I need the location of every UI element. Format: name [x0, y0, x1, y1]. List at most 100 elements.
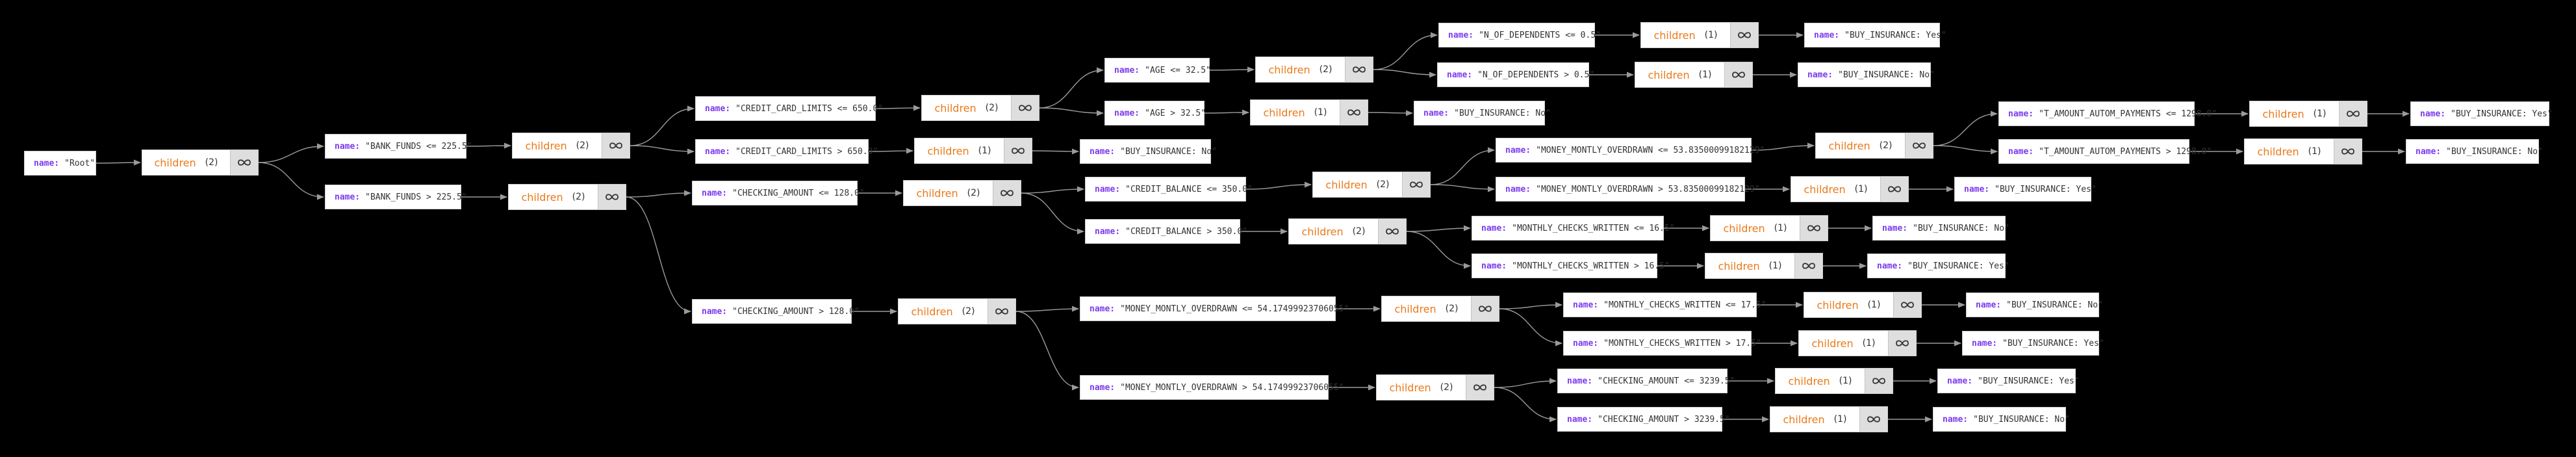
tree-node[interactable]: name:"BUY_INSURANCE: No"	[1080, 139, 1217, 164]
infinity-link-icon[interactable]	[1345, 57, 1373, 82]
tree-node[interactable]: name:"CREDIT_BALANCE <= 350.0"	[1085, 177, 1253, 202]
infinity-link-icon[interactable]	[1800, 216, 1828, 241]
children-group[interactable]: children(1)	[1770, 406, 1888, 432]
tree-node[interactable]: name:"BUY_INSURANCE: Yes"	[1804, 23, 1946, 47]
node-value: "MONEY_MONTLY_OVERDRAWN <= 54.1749992370…	[1120, 304, 1349, 314]
children-group[interactable]: children(2)	[1288, 218, 1407, 244]
infinity-link-icon[interactable]	[993, 181, 1021, 205]
infinity-link-icon[interactable]	[1794, 254, 1822, 278]
tree-node[interactable]: name:"N_OF_DEPENDENTS > 0.5"	[1437, 62, 1594, 87]
infinity-link-icon[interactable]	[1724, 62, 1752, 87]
tree-node[interactable]: name:"N_OF_DEPENDENTS <= 0.5"	[1438, 23, 1601, 47]
children-group[interactable]: children(2)	[898, 298, 1016, 324]
node-value: "BUY_INSURANCE: No"	[1913, 223, 2009, 233]
tree-node[interactable]: name:"AGE > 32.5"	[1104, 101, 1206, 125]
tree-node[interactable]: name:"MONEY_MONTLY_OVERDRAWN > 53.835000…	[1496, 177, 1760, 202]
infinity-link-icon[interactable]	[2339, 101, 2367, 126]
children-group[interactable]: children(1)	[1804, 292, 1922, 318]
tree-node[interactable]: name:"BUY_INSURANCE: Yes"	[2410, 101, 2553, 126]
infinity-link-icon[interactable]	[1888, 331, 1916, 356]
children-group[interactable]: children(1)	[2244, 138, 2362, 164]
children-group[interactable]: children(1)	[2249, 101, 2367, 127]
tree-node[interactable]: name:"MONTHLY_CHECKS_WRITTEN <= 16.5"	[1472, 216, 1675, 241]
children-group[interactable]: children(2)	[921, 95, 1039, 121]
children-group[interactable]: children(2)	[1815, 133, 1933, 159]
infinity-link-icon[interactable]	[1880, 177, 1908, 202]
node-value: "T_AMOUNT_AUTOM_PAYMENTS <= 1298.0"	[2039, 109, 2217, 119]
tree-node[interactable]: name:"AGE <= 32.5"	[1104, 58, 1211, 83]
children-group[interactable]: children(2)	[508, 184, 626, 210]
infinity-link-icon[interactable]	[1471, 296, 1499, 321]
tree-node[interactable]: name:"BUY_INSURANCE: Yes"	[1962, 331, 2104, 356]
tree-node[interactable]: name:"MONEY_MONTLY_OVERDRAWN <= 54.17499…	[1080, 296, 1349, 321]
tree-node[interactable]: name:"CREDIT_CARD_LIMITS > 650.0"	[695, 139, 878, 164]
infinity-link-icon[interactable]	[230, 150, 258, 175]
name-key: name:	[2420, 109, 2446, 119]
infinity-link-icon[interactable]	[598, 185, 626, 209]
children-group[interactable]: children(1)	[1791, 176, 1909, 202]
tree-node[interactable]: name:"BUY_INSURANCE: Yes"	[1954, 177, 2097, 202]
infinity-link-icon[interactable]	[1402, 172, 1430, 197]
infinity-link-icon[interactable]	[1730, 23, 1758, 47]
infinity-link-icon[interactable]	[1011, 96, 1039, 120]
infinity-link-icon[interactable]	[1859, 407, 1887, 432]
children-group[interactable]: children(1)	[1635, 62, 1753, 88]
infinity-link-icon[interactable]	[1378, 219, 1406, 244]
children-group[interactable]: children(1)	[1250, 99, 1368, 125]
connector-edge	[1933, 145, 1998, 155]
children-group[interactable]: children(2)	[1376, 374, 1494, 400]
children-group[interactable]: children(1)	[1798, 330, 1917, 356]
tree-node[interactable]: name:"MONTHLY_CHECKS_WRITTEN > 17.5"	[1563, 331, 1761, 356]
tree-node[interactable]: name:"CHECKING_AMOUNT > 3239.5"	[1557, 407, 1730, 432]
infinity-link-icon[interactable]	[2334, 139, 2362, 164]
node-value: "MONTHLY_CHECKS_WRITTEN <= 16.5"	[1512, 223, 1675, 233]
children-group[interactable]: children(1)	[1705, 253, 1823, 279]
children-group[interactable]: children(2)	[1312, 172, 1431, 198]
tree-node[interactable]: name:"BUY_INSURANCE: No"	[1966, 293, 2103, 317]
name-key: name:	[1095, 184, 1121, 194]
name-key: name:	[335, 192, 361, 202]
tree-node[interactable]: name:"CHECKING_AMOUNT <= 3239.5"	[1557, 369, 1735, 393]
children-group[interactable]: children(1)	[1710, 215, 1828, 241]
infinity-link-icon[interactable]	[1893, 293, 1921, 317]
tree-node[interactable]: name:"BUY_INSURANCE: No"	[1933, 407, 2070, 432]
infinity-link-icon[interactable]	[1466, 375, 1494, 400]
tree-node[interactable]: name:"CREDIT_CARD_LIMITS <= 650.0"	[695, 96, 883, 121]
tree-node[interactable]: name:"Root"	[24, 151, 96, 176]
infinity-link-icon[interactable]	[1004, 138, 1032, 163]
children-group[interactable]: children(1)	[1640, 22, 1759, 48]
infinity-link-icon[interactable]	[988, 299, 1015, 324]
tree-node[interactable]: name:"BANK_FUNDS > 225.5"	[325, 185, 467, 209]
children-count: (2)	[1352, 226, 1366, 237]
tree-node[interactable]: name:"MONTHLY_CHECKS_WRITTEN <= 17.5"	[1563, 293, 1766, 317]
children-group[interactable]: children(1)	[914, 138, 1032, 164]
tree-node[interactable]: name:"BUY_INSURANCE: Yes"	[1937, 369, 2080, 393]
children-group[interactable]: children(2)	[1255, 57, 1373, 83]
infinity-link-icon[interactable]	[602, 133, 630, 158]
children-group[interactable]: children(2)	[903, 180, 1021, 206]
children-group[interactable]: children(2)	[512, 133, 630, 159]
children-group[interactable]: children(2)	[142, 150, 259, 176]
tree-node[interactable]: name:"MONEY_MONTLY_OVERDRAWN <= 53.83500…	[1496, 138, 1765, 163]
tree-node[interactable]: name:"MONTHLY_CHECKS_WRITTEN > 16.5"	[1472, 254, 1670, 278]
tree-node[interactable]: name:"BUY_INSURANCE: No"	[1872, 216, 2009, 241]
infinity-link-icon[interactable]	[1340, 100, 1368, 125]
tree-node[interactable]: name:"BUY_INSURANCE: Yes"	[1867, 254, 2009, 278]
infinity-link-icon[interactable]	[1865, 369, 1893, 393]
children-group[interactable]: children(2)	[1381, 296, 1499, 322]
tree-node[interactable]: name:"CREDIT_BALANCE > 350.0"	[1085, 219, 1247, 244]
name-key: name:	[335, 141, 361, 151]
infinity-link-icon[interactable]	[1905, 133, 1933, 158]
children-count: (2)	[576, 140, 589, 151]
children-count: (1)	[1314, 107, 1327, 118]
tree-node[interactable]: name:"BUY_INSURANCE: No"	[1414, 101, 1551, 125]
children-group[interactable]: children(1)	[1775, 368, 1893, 394]
tree-node[interactable]: name:"CHECKING_AMOUNT > 128.0"	[692, 299, 860, 324]
tree-node[interactable]: name:"BUY_INSURANCE: No"	[1798, 62, 1935, 87]
tree-node[interactable]: name:"T_AMOUNT_AUTOM_PAYMENTS <= 1298.0"	[1998, 101, 2217, 126]
tree-node[interactable]: name:"CHECKING_AMOUNT <= 128.0"	[692, 181, 865, 205]
tree-node[interactable]: name:"BANK_FUNDS <= 225.5"	[325, 134, 472, 159]
tree-node[interactable]: name:"BUY_INSURANCE: No"	[2406, 139, 2543, 164]
tree-node[interactable]: name:"T_AMOUNT_AUTOM_PAYMENTS > 1298.0"	[1998, 139, 2212, 164]
tree-node[interactable]: name:"MONEY_MONTLY_OVERDRAWN > 54.174999…	[1080, 375, 1344, 400]
